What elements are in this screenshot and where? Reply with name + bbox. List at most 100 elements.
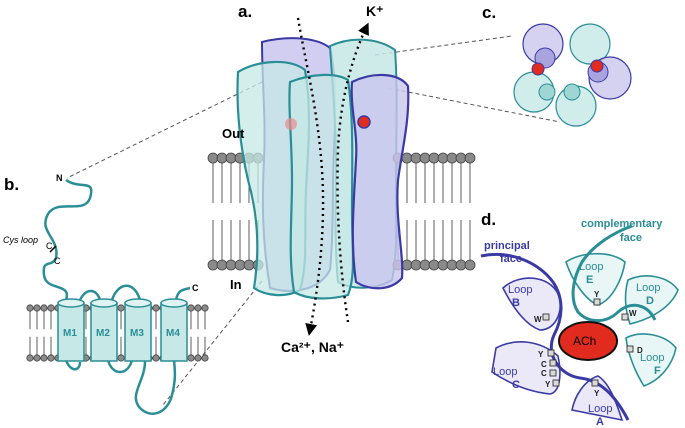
- membrane-a-left-lipid-head: [243, 259, 255, 271]
- intracellular-loop: [134, 359, 177, 415]
- membrane-a-right-lipid-head: [419, 259, 431, 271]
- zoom-line-b-bottom: [162, 280, 263, 406]
- loop-a-shape: [571, 375, 624, 422]
- n-terminus-label: N: [56, 173, 63, 183]
- membrane-b-lipid-head: [187, 354, 195, 362]
- cys-loop-label: Cys loop: [3, 235, 38, 245]
- membrane-a-right-lipid-head: [437, 152, 449, 164]
- membrane-a-right-lipid-head: [455, 152, 467, 164]
- residue-square: [542, 313, 550, 321]
- panel-d-letter: d.: [481, 210, 496, 229]
- membrane-a-right-lipid-head: [401, 152, 413, 164]
- helix-m2: M2: [90, 298, 118, 362]
- membrane-a-right-lipid-head: [464, 152, 476, 164]
- membrane-in-label: In: [230, 277, 242, 292]
- residue-c-y1: Y: [538, 350, 544, 359]
- residue-square: [591, 379, 599, 387]
- loop-b-letter: B: [512, 297, 520, 309]
- membrane-a-left-lipid-head: [225, 152, 237, 164]
- subunit-front-center: [288, 73, 355, 300]
- membrane-b-lipid-head: [201, 304, 209, 312]
- residue-square: [626, 345, 634, 353]
- membrane-a-right-lipid-head: [437, 259, 449, 271]
- loop-f-letter: F: [654, 365, 661, 377]
- complementary-face-line: [571, 224, 657, 323]
- membrane-a-right-lipid-head: [401, 259, 413, 271]
- loop-f-label: Loop: [640, 352, 664, 364]
- membrane-b-lipid-head: [26, 304, 34, 312]
- loop-c-letter: C: [512, 379, 520, 391]
- cys-c1-label: C: [46, 241, 53, 251]
- n-terminal-chain: [42, 178, 93, 301]
- residue-e-y: Y: [594, 290, 600, 299]
- residue-d-w: W: [629, 309, 637, 318]
- membrane-a-left-lipid-head: [225, 259, 237, 271]
- membrane-a-left-lipid-head: [216, 259, 228, 271]
- loop-a-letter: A: [596, 416, 604, 428]
- loop-b-label: Loop: [508, 284, 532, 296]
- acetylcholine-ligand: [558, 321, 618, 361]
- residue-a-y: Y: [594, 389, 600, 398]
- residue-c-c1: C: [541, 360, 547, 369]
- residue-square: [593, 298, 601, 306]
- membrane-b-lipid-head: [33, 354, 41, 362]
- c-terminal-chain: [174, 286, 191, 301]
- zoom-line-b-top: [66, 81, 263, 179]
- membrane-b-lipid-head: [26, 354, 34, 362]
- pentamer-binding-site-1: [531, 62, 545, 76]
- membrane-b-lipid-head: [201, 354, 209, 362]
- panel-c-letter: c.: [482, 3, 496, 22]
- membrane-b-lipid-head: [47, 304, 55, 312]
- loop-m2-m3: [106, 359, 134, 374]
- loop-m1-bottom: [64, 359, 82, 371]
- loop-e-letter: E: [586, 274, 593, 286]
- membrane-b-lipid-head: [40, 304, 48, 312]
- pentamer-subunit-2: [569, 23, 611, 65]
- residue-b-w: W: [534, 315, 542, 324]
- lipid-layer: [207, 152, 476, 271]
- residue-c-c2: C: [541, 369, 547, 378]
- residue-markers: [542, 298, 634, 387]
- helix-m1-label: M1: [63, 328, 77, 339]
- subunit-front-right: [350, 73, 410, 290]
- helix-m4-label: M4: [166, 328, 180, 339]
- helix-m3-label: M3: [130, 328, 144, 339]
- residue-square: [549, 369, 557, 377]
- membrane-a-right-lipid-head: [419, 152, 431, 164]
- helix-m2-label: M2: [96, 328, 110, 339]
- helix-m4: M4: [160, 298, 188, 362]
- residue-square: [552, 379, 560, 387]
- membrane-b-lipid-head: [152, 354, 160, 362]
- loop-d-shape: [624, 275, 679, 325]
- membrane-a-right-lipid-head: [428, 152, 440, 164]
- residue-square: [621, 313, 629, 321]
- membrane-a-left-lipid-head: [234, 259, 246, 271]
- membrane-a-left-lipid-head: [207, 152, 219, 164]
- panel-b: b. M1 M2 M3 M4: [3, 173, 209, 415]
- cation-label: Ca²⁺, Na⁺: [281, 339, 344, 355]
- loop-a-label: Loop: [588, 403, 612, 415]
- principal-face-label-2: face: [500, 253, 522, 265]
- complementary-face-label-1: complementary: [581, 218, 663, 230]
- pentamer-subunit-4-inner: [563, 83, 581, 101]
- membrane-b-lipid-head: [194, 304, 202, 312]
- pentamer-subunit-5-inner: [538, 83, 556, 101]
- residue-d-d: D: [637, 346, 643, 355]
- panel-a-letter: a.: [238, 2, 252, 21]
- loop-d-letter: D: [646, 295, 654, 307]
- loop-c-label: Loop: [493, 366, 517, 378]
- potassium-label: K⁺: [366, 3, 384, 19]
- panel-b-letter: b.: [4, 175, 19, 194]
- panel-d: d. ACh principal face complementary face…: [480, 210, 679, 428]
- zoom-line-c-top: [374, 35, 513, 56]
- complementary-face-label-2: face: [620, 232, 642, 244]
- membrane-b-lipid-head: [117, 304, 125, 312]
- membrane-b-lipid-head: [194, 354, 202, 362]
- loop-f-shape: [625, 333, 677, 387]
- membrane-a-right-lipid-head: [446, 259, 458, 271]
- membrane-a-right-lipid-head: [410, 152, 422, 164]
- zoom-line-c-bottom: [387, 87, 561, 123]
- loop-e-label: Loop: [579, 261, 603, 273]
- membrane-a-right-lipid-head: [455, 259, 467, 271]
